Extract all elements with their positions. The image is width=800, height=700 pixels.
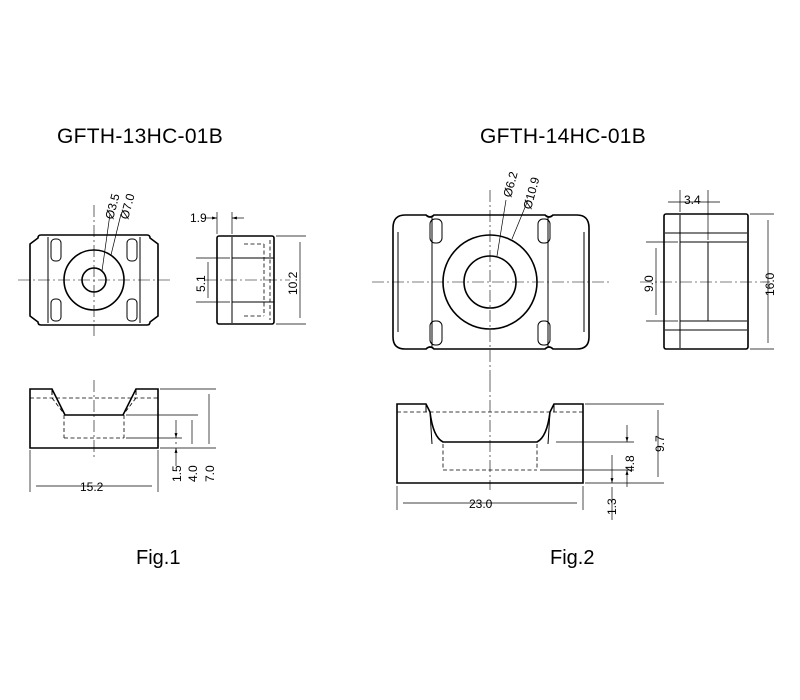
fig2-front-width-label: 23.0 [469, 497, 493, 511]
fig1-front-width-label: 15.2 [80, 480, 104, 494]
fig1-side-height-label: 10.2 [286, 271, 300, 295]
fig1-side-slot-label: 5.1 [194, 275, 208, 292]
fig2-hole-dia-label: Ø6.2 [500, 170, 520, 199]
fig1-side-top-label: 1.9 [190, 211, 207, 225]
fig2-front-h2-label: 9.7 [653, 435, 667, 452]
fig2-side-height-label: 16.0 [763, 272, 777, 296]
fig2-boss-dia-label: Ø10.9 [520, 175, 542, 211]
fig2-side-view: 3.4 9.0 16.0 [640, 190, 777, 350]
fig2-front-h3-label: 1.3 [605, 498, 619, 515]
fig2-front-view: 23.0 4.8 9.7 1.3 [396, 380, 667, 520]
fig2-side-slot-label: 9.0 [642, 275, 656, 292]
fig2-top-view: Ø6.2 Ø10.9 [372, 170, 610, 380]
fig1-side-view: 1.9 5.1 10.2 [190, 211, 306, 325]
fig1-hole-dia-label: Ø3.5 [102, 192, 122, 221]
fig2-front-h1-label: 4.8 [623, 455, 637, 472]
figure-1-caption: Fig.1 [136, 547, 181, 569]
figure-1-title: GFTH-13HC-01B [57, 125, 224, 148]
figure-2-title: GFTH-14HC-01B [480, 125, 647, 148]
fig1-front-h2-label: 4.0 [186, 465, 200, 482]
figure-2-caption: Fig.2 [550, 547, 595, 569]
fig1-front-h1-label: 1.5 [170, 465, 184, 482]
fig1-top-view: Ø3.5 Ø7.0 [18, 192, 170, 336]
fig2-side-top-label: 3.4 [684, 193, 701, 207]
fig1-front-view: 15.2 1.5 4.0 7.0 [29, 380, 217, 494]
fig1-front-h3-label: 7.0 [203, 465, 217, 482]
fig1-boss-dia-label: Ø7.0 [117, 192, 137, 221]
